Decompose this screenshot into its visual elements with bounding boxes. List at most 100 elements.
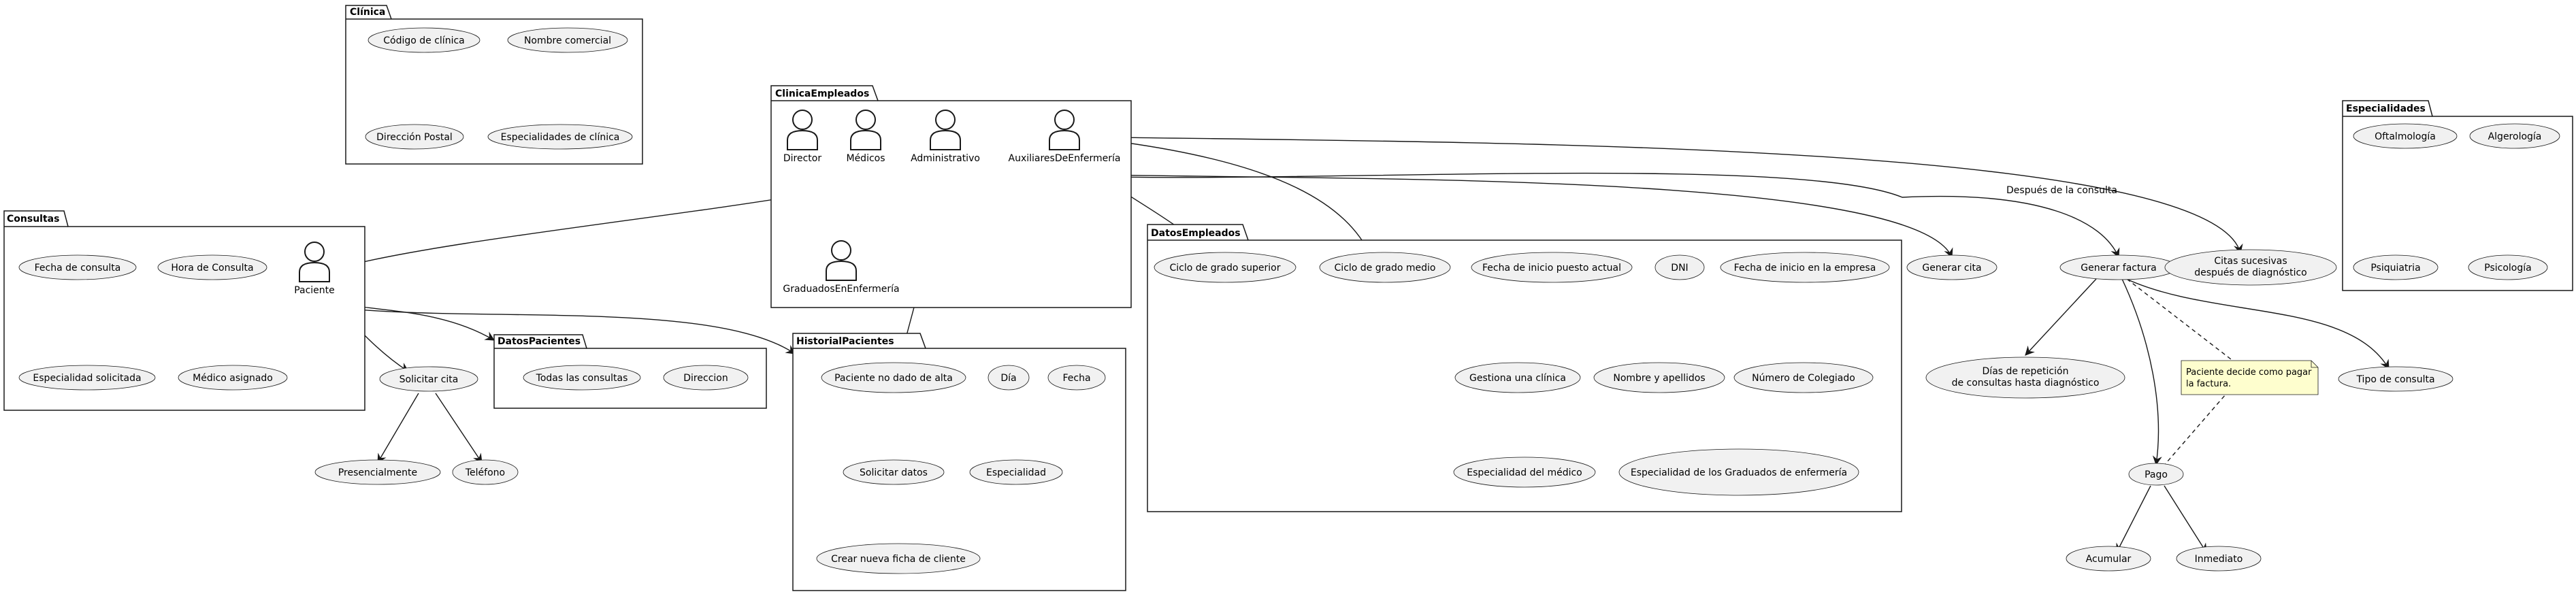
- usecase: [843, 459, 945, 485]
- actor-head-icon: [855, 110, 876, 130]
- usecase: [368, 27, 480, 53]
- usecase-label: Psiquiatria: [2370, 263, 2420, 274]
- usecase: [18, 254, 137, 280]
- usecase: [507, 27, 628, 53]
- usecase-label: Dirección Postal: [376, 132, 453, 143]
- actor-body-icon: [850, 129, 881, 150]
- usecase: [816, 543, 981, 574]
- package-title: ClinicaEmpleados: [775, 88, 869, 99]
- actor-body-icon: [1049, 129, 1080, 150]
- usecase-label: Pago: [2145, 469, 2168, 480]
- usecase: [1454, 362, 1581, 393]
- actor-administrativo: [930, 110, 961, 150]
- usecase: [314, 459, 441, 485]
- usecase: [1154, 252, 1297, 283]
- usecase-label: Tipo de consulta: [2355, 374, 2434, 385]
- usecase: [2066, 546, 2151, 572]
- usecase: [821, 362, 966, 393]
- usecase-label: Crear nueva ficha de cliente: [831, 554, 966, 565]
- actor-head-icon: [792, 110, 813, 130]
- actor-label: Director: [783, 153, 821, 164]
- usecase: [2164, 249, 2337, 286]
- package-historial-pacientes: HistorialPacientes: [792, 333, 1126, 591]
- usecase-label: Oftalmología: [2375, 131, 2436, 142]
- edge-aux-citas-sucesivas: [1122, 137, 2243, 254]
- usecase-label: Nombre y apellidos: [1613, 373, 1705, 384]
- usecase-label: Teléfono: [465, 467, 505, 478]
- usecase-label: Fecha: [1062, 373, 1090, 384]
- usecase-label: Número de Colegiado: [1752, 373, 1855, 384]
- usecase-label: Médico asignado: [193, 373, 273, 384]
- actor-head-icon: [1054, 110, 1075, 130]
- usecase: [487, 124, 633, 150]
- actor-paciente: [299, 242, 330, 282]
- usecase-label: Fecha de consulta: [35, 263, 121, 274]
- usecase-label: Generar factura: [2081, 263, 2156, 274]
- edge-paciente-historial: [336, 307, 796, 354]
- usecase-label: Día: [1000, 373, 1016, 384]
- actor-director: [787, 110, 818, 150]
- actor-label: Médicos: [846, 153, 885, 164]
- usecase: [523, 365, 641, 391]
- edge-pago-acumular: [2116, 485, 2151, 554]
- package-title: Clínica: [350, 7, 385, 18]
- edge-pago-inmediato: [2164, 485, 2207, 553]
- usecase-label: Hora de Consulta: [171, 263, 253, 274]
- edge-factura-pago: [2121, 278, 2162, 466]
- usecase: [1593, 362, 1725, 393]
- actor-body-icon: [787, 129, 818, 150]
- usecase: [2176, 546, 2262, 572]
- usecase: [1453, 457, 1596, 488]
- usecase-label: Especialidad de los Graduados de enferme…: [1631, 467, 1847, 478]
- actor-body-icon: [299, 261, 330, 282]
- usecase-label: Nombre comercial: [524, 35, 611, 46]
- note-link-factura: [2126, 278, 2232, 360]
- usecase: [1906, 254, 1998, 280]
- edge-factura-tipo: [2123, 277, 2390, 370]
- actor-head-icon: [831, 240, 851, 261]
- usecase: [2353, 123, 2458, 149]
- usecase-label: Generar cita: [1922, 263, 1981, 274]
- actor-graduados: [826, 240, 857, 281]
- package-title: DatosPacientes: [498, 336, 581, 347]
- usecase-label: Inmediato: [2195, 554, 2243, 565]
- actor-label: AuxiliaresDeEnfermería: [1009, 153, 1121, 164]
- usecase: [2128, 463, 2184, 486]
- usecase: [1925, 357, 2125, 399]
- note: Paciente decide como pagar la factura.: [2181, 360, 2319, 395]
- usecase: [2469, 123, 2560, 149]
- actor-label: GraduadosEnEnfermería: [783, 284, 899, 295]
- package-title: Especialidades: [2346, 103, 2426, 114]
- usecase-label: Acumular: [2086, 554, 2132, 565]
- usecase-label: Fecha de inicio en la empresa: [1734, 263, 1876, 274]
- actor-head-icon: [304, 242, 325, 262]
- usecase-label: Especialidades de clínica: [501, 132, 620, 143]
- usecase: [988, 365, 1030, 391]
- usecase-label: Especialidad: [986, 467, 1046, 478]
- actor-label: Paciente: [294, 285, 335, 296]
- actor-label: Administrativo: [911, 153, 980, 164]
- usecase: [365, 124, 464, 150]
- edge-factura-dias: [2025, 278, 2097, 356]
- usecase: [1319, 252, 1451, 283]
- usecase-label: Ciclo de grado medio: [1335, 263, 1436, 274]
- usecase-label: Paciente no dado de alta: [834, 373, 953, 384]
- usecase: [379, 366, 478, 392]
- edge-solicitar-presencialmente: [377, 393, 419, 464]
- usecase-label: Código de clínica: [383, 35, 465, 46]
- usecase: [969, 459, 1063, 485]
- usecase-label: Especialidad del médico: [1467, 467, 1582, 478]
- usecase: [2338, 366, 2453, 392]
- usecase: [178, 365, 288, 391]
- actor-body-icon: [930, 129, 961, 150]
- usecase: [1047, 365, 1106, 391]
- actor-auxiliares: [1049, 110, 1080, 150]
- usecase-label: Presencialmente: [338, 467, 417, 478]
- edge-aux-ciclo-medio: [1117, 141, 1373, 259]
- usecase-label: Días de repetición: [1983, 366, 2069, 377]
- usecase-label: Solicitar cita: [400, 374, 459, 385]
- usecase-label: Algerología: [2488, 131, 2542, 142]
- usecase-label: Fecha de inicio puesto actual: [1482, 263, 1621, 274]
- usecase-label: después de diagnóstico: [2194, 267, 2306, 278]
- usecase-label: Todas las consultas: [536, 373, 628, 384]
